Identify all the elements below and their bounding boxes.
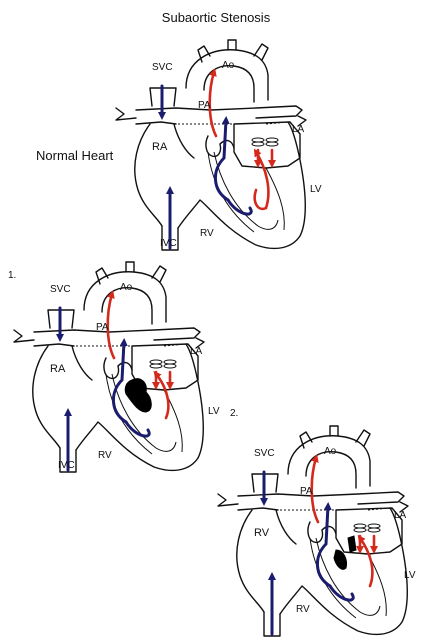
normal-heart-panel: SVC Ao PA RA LA LV RV IVC <box>115 39 322 251</box>
label-ao: Ao <box>222 60 235 71</box>
label-rv: RV <box>98 450 112 461</box>
rv-flow-curve <box>328 584 355 602</box>
label-rv-lower: RV <box>296 604 310 615</box>
panel-1-number: 1. <box>8 270 16 281</box>
diagram-title: Subaortic Stenosis <box>162 10 271 25</box>
rv-outflow-arrow <box>316 502 332 588</box>
panel-2-number: 2. <box>230 408 238 419</box>
lv-flow-curve <box>253 188 268 211</box>
label-svc: SVC <box>152 62 173 73</box>
normal-heart-outline <box>115 39 307 251</box>
rv-outflow-arrow <box>214 116 230 202</box>
panel-1-heart-outline <box>13 261 205 473</box>
label-pa: PA <box>300 486 313 497</box>
label-la: LA <box>292 124 305 135</box>
label-ra: RA <box>50 363 66 375</box>
label-lv: LV <box>208 406 220 417</box>
label-ao: Ao <box>324 446 337 457</box>
label-la: LA <box>394 510 407 521</box>
lv-outflow-arrow <box>357 534 374 588</box>
rv-flow-curve <box>226 198 253 216</box>
label-lv: LV <box>310 184 322 195</box>
label-ivc: IVC <box>58 460 75 471</box>
label-svc: SVC <box>254 448 275 459</box>
subaortic-stenosis-lesion <box>124 378 152 413</box>
panel-1-heart: SVC Ao PA RA LA LV RV IVC <box>13 261 220 473</box>
aortic-flow-arrow <box>208 68 218 138</box>
label-ivc: IVC <box>160 238 177 249</box>
subaortic-membrane-lower <box>333 549 347 570</box>
label-rv: RV <box>200 228 214 239</box>
panel-2-heart-outline <box>217 425 409 637</box>
label-ra: RA <box>152 141 168 153</box>
label-rv-upper: RV <box>254 527 270 539</box>
label-ao: Ao <box>120 282 133 293</box>
rv-flow-curve <box>124 420 151 438</box>
label-lv: LV <box>404 570 416 581</box>
rv-outflow-arrow <box>112 338 128 424</box>
label-svc: SVC <box>50 284 71 295</box>
panel-2-heart: SVC Ao PA RV LA LV RV <box>217 425 416 637</box>
aortic-flow-arrow <box>106 290 116 360</box>
subaortic-membrane-upper <box>347 535 357 553</box>
label-la: LA <box>190 346 203 357</box>
normal-heart-caption: Normal Heart <box>36 148 114 163</box>
lv-outflow-arrow <box>153 370 170 420</box>
aortic-flow-arrow <box>310 454 320 524</box>
label-pa: PA <box>96 322 109 333</box>
label-pa: PA <box>198 100 211 111</box>
